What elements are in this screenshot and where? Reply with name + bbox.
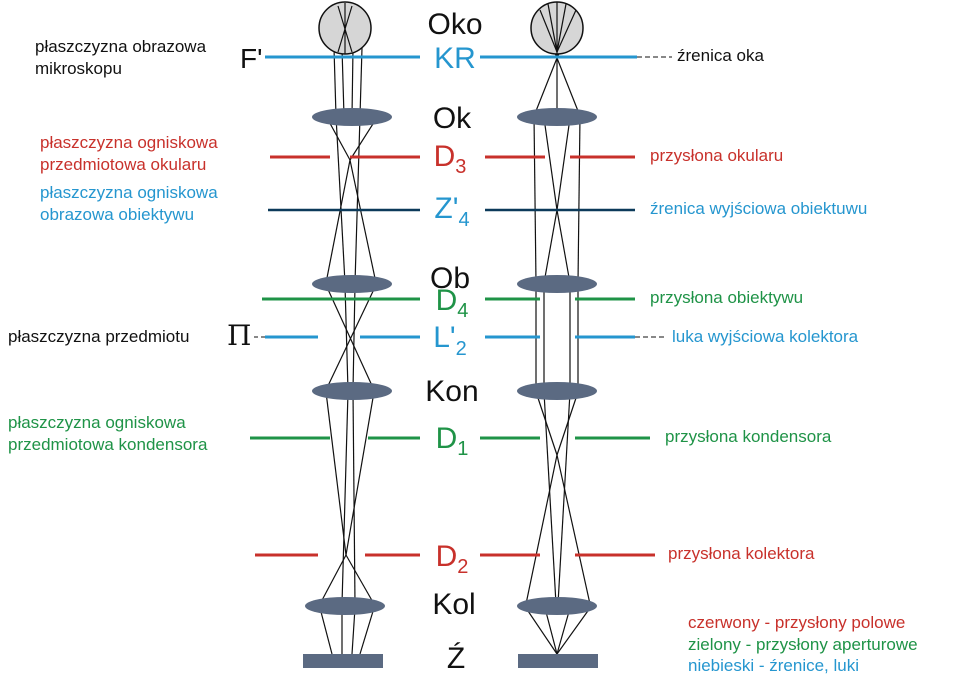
label-ocular-focal-plane: płaszczyzna ogniskowa przedmiotowa okula… (40, 133, 222, 174)
label-d2: D2 (436, 540, 469, 578)
light-source-left (303, 654, 383, 668)
label-condenser-stop: przysłona kondensora (665, 427, 832, 446)
label-oko: Oko (427, 8, 482, 41)
condenser-lens-left (312, 382, 392, 400)
legend-red: czerwony - przysłony polowe (688, 613, 905, 632)
label-z4: Z'4 (434, 192, 469, 231)
objective-lens-left (312, 275, 392, 293)
condenser-lens-right (517, 382, 597, 400)
label-kol: Kol (432, 588, 475, 621)
label-ok: Ok (433, 102, 472, 135)
label-exit-pupil: źrenica wyjściowa obiektuwu (650, 199, 867, 218)
legend-green: zielony - przysłony aperturowe (688, 635, 918, 654)
ocular-lens-right (517, 108, 597, 126)
label-condenser-focal-plane: płaszczyzna ogniskowa przedmiotowa konde… (8, 413, 208, 454)
label-kr: KR (434, 42, 476, 75)
label-l2: L'2 (433, 321, 467, 360)
legend-blue: niebieski - źrenice, luki (688, 656, 859, 675)
label-pi-mark: Π (227, 319, 251, 352)
label-kon: Kon (425, 375, 478, 408)
label-d3: D3 (434, 140, 467, 178)
label-collector-window: luka wyjściowa kolektora (672, 327, 859, 346)
label-image-plane: płaszczyzna obrazowa mikroskopu (35, 37, 211, 78)
light-source-right (518, 654, 598, 668)
collector-lens-left (305, 597, 385, 615)
label-objective-stop: przysłona obiektywu (650, 288, 803, 307)
label-f-mark: F' (240, 43, 262, 74)
collector-lens-right (517, 597, 597, 615)
label-ocular-stop: przysłona okularu (650, 146, 783, 165)
label-d1: D1 (436, 422, 469, 460)
label-d4: D4 (436, 284, 469, 322)
label-objective-focal-plane: płaszczyzna ogniskowa obrazowa obiektywu (40, 183, 222, 224)
label-source: Ź (447, 642, 465, 675)
label-ob: Ob (430, 262, 470, 295)
label-object-plane: płaszczyzna przedmiotu (8, 327, 189, 346)
ocular-lens-left (312, 108, 392, 126)
lenses (303, 108, 598, 668)
color-legend: czerwony - przysłony polowe zielony - pr… (688, 613, 918, 675)
objective-lens-right (517, 275, 597, 293)
label-collector-stop: przysłona kolektora (668, 544, 815, 563)
left-ray-bundle (319, 7, 379, 655)
label-eye-pupil: źrenica oka (677, 46, 764, 65)
